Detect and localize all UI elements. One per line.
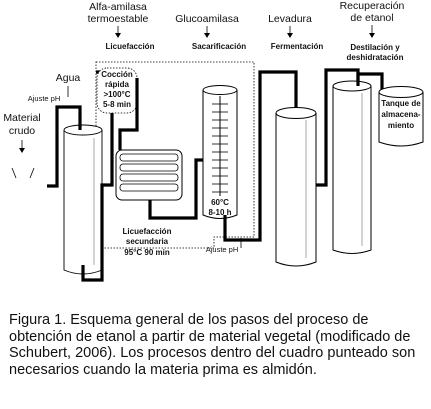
raw-material-label-line2: crudo — [9, 125, 35, 137]
feed-pipe-to-cooker — [47, 134, 59, 188]
cooking-label-line2: rápida — [105, 80, 130, 89]
saccharification-time: 8-10 h — [208, 208, 231, 217]
recovery-label-line2: de etanol — [350, 12, 393, 24]
down-arrow-icon — [115, 25, 375, 38]
ph-adjust-label-top: Ajuste pH — [28, 94, 61, 103]
ph-adjust-label-bottom: Ajuste pH — [206, 245, 239, 254]
recovery-label-line1: Recuperación — [340, 0, 405, 12]
secondary-liquefaction-exchanger — [115, 149, 183, 201]
step-label-saccharification: Sacarificación — [192, 42, 246, 51]
secondary-label-line3: 95°C 90 min — [124, 248, 170, 257]
secondary-label-line2: secundaria — [126, 237, 169, 246]
raw-material-label-line1: Material — [3, 112, 40, 124]
jet-cooker-coil — [96, 67, 139, 150]
step-label-liquefaction: Licuefacción — [106, 42, 155, 51]
saccharification-to-fermenter-pipe — [223, 70, 298, 242]
fermenter-tank — [275, 107, 317, 267]
raw-material-arrows — [11, 140, 35, 179]
step-label-distillation-line2: deshidratación — [347, 53, 404, 62]
storage-tank — [378, 86, 424, 147]
secondary-label-line1: Licuefacción — [123, 227, 172, 236]
storage-label-line1: Tanque de — [381, 99, 421, 108]
water-label: Agua — [56, 72, 81, 84]
saccharification-temp: 60°C — [211, 198, 229, 207]
storage-label-line2: almacena- — [381, 110, 420, 119]
enzyme-label-thermostable: termoestable — [88, 13, 149, 25]
enzyme-label-alpha-amylase: Alfa-amilasa — [89, 1, 147, 13]
storage-label-line3: miento — [388, 121, 414, 130]
cooking-label-line4: 5-8 min — [103, 100, 131, 109]
enzyme-label-glucoamylase: Glucoamilasa — [175, 13, 239, 25]
step-label-distillation-line1: Destilación y — [350, 43, 400, 52]
distillation-column — [332, 80, 372, 254]
water-inlet-pipe — [55, 105, 82, 134]
distillation-to-storage-pipe — [356, 72, 384, 90]
cooking-label-line1: Cocción — [101, 70, 133, 79]
step-label-fermentation: Fermentación — [271, 42, 324, 51]
saccharification-tank — [202, 85, 238, 219]
figure-caption: Figura 1. Esquema general de los pasos d… — [9, 312, 416, 378]
exchanger-to-saccharification-pipe — [148, 158, 203, 220]
enzyme-label-yeast: Levadura — [268, 13, 312, 25]
mixing-tank — [63, 124, 103, 275]
cooking-label-line3: >100°C — [104, 90, 131, 99]
process-diagram: Alfa-amilasa termoestable Glucoamilasa L… — [3, 0, 424, 282]
